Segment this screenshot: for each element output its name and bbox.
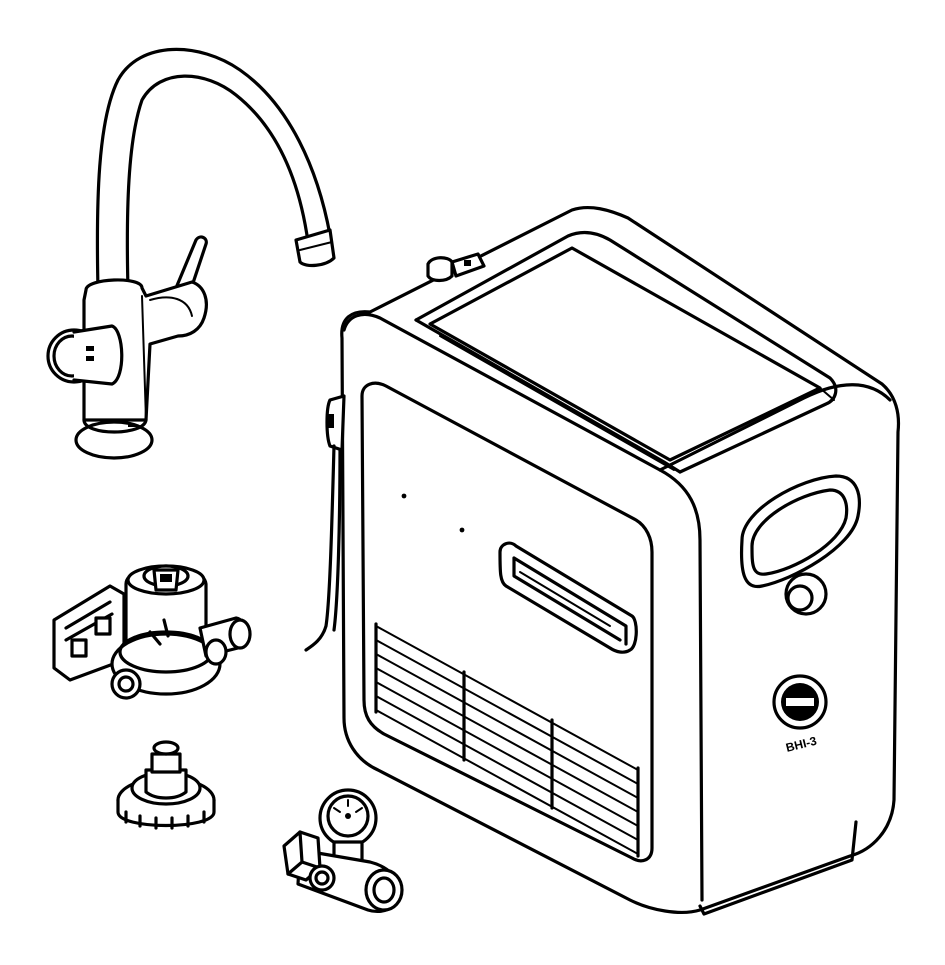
filter-head <box>52 564 252 700</box>
faucet <box>46 47 336 460</box>
vent-grille <box>374 622 640 858</box>
chiller-unit: BHI-3 <box>304 205 901 916</box>
filter-adapter <box>116 740 216 830</box>
pressure-valve <box>282 788 404 914</box>
